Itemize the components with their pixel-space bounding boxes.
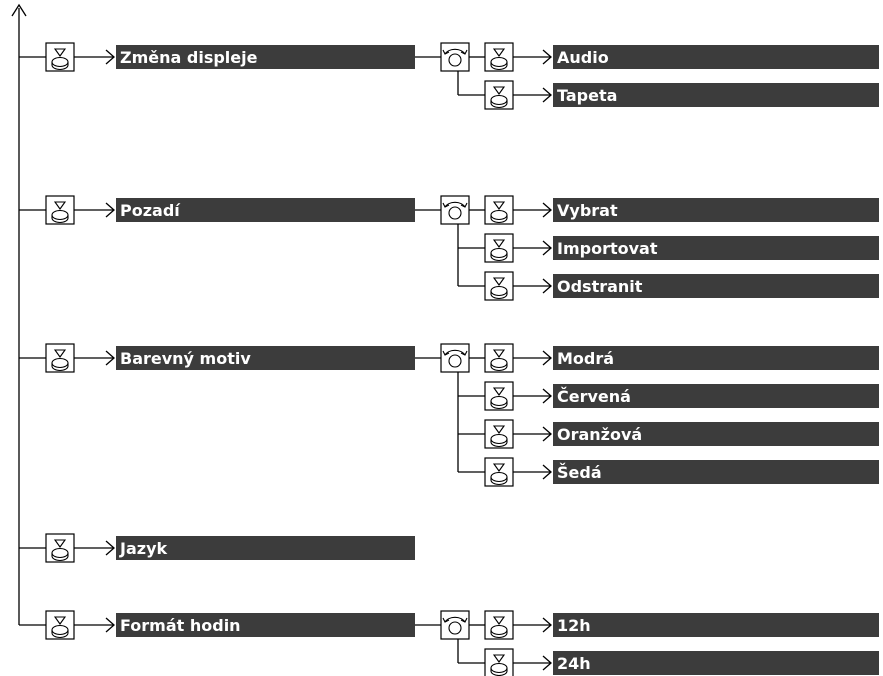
press-knob-icon <box>484 457 514 487</box>
group-0-option-1-arrow <box>513 87 552 103</box>
group-1-option-2: Odstranit <box>553 274 879 298</box>
group-1-option-1-label: Importovat <box>557 239 658 258</box>
rotate-knob-icon <box>440 343 470 373</box>
press-knob-icon <box>484 610 514 640</box>
press-knob-icon <box>484 271 514 301</box>
press-knob-icon <box>484 343 514 373</box>
press-knob-icon <box>45 610 75 640</box>
group-2-menu-item-label: Barevný motiv <box>120 349 251 368</box>
group-4-option-1-label: 24h <box>557 654 591 673</box>
group-4-menu-item: Formát hodin <box>116 613 415 637</box>
group-2-option-0-arrow <box>513 350 552 366</box>
group-0-option-1-label: Tapeta <box>557 86 617 105</box>
group-2-option-1: Červená <box>553 384 879 408</box>
press-knob-icon <box>484 648 514 676</box>
group-1-option-0: Vybrat <box>553 198 879 222</box>
press-knob-icon <box>484 233 514 263</box>
group-2-option-0: Modrá <box>553 346 879 370</box>
up-arrow-icon <box>11 3 27 17</box>
group-1-option-0-label: Vybrat <box>557 201 618 220</box>
press-knob-icon <box>484 419 514 449</box>
group-1-arrow <box>74 202 115 218</box>
press-knob-icon <box>45 42 75 72</box>
group-2-option-0-label: Modrá <box>557 349 614 368</box>
press-knob-icon <box>45 195 75 225</box>
group-1-option-1-arrow <box>513 240 552 256</box>
group-2-option-1-label: Červená <box>557 387 631 406</box>
group-1-option-2-label: Odstranit <box>557 277 643 296</box>
group-4-option-0-label: 12h <box>557 616 591 635</box>
group-4-arrow <box>74 617 115 633</box>
group-2-option-2-label: Oranžová <box>557 425 642 444</box>
rotate-knob-icon <box>440 610 470 640</box>
group-2-option-2: Oranžová <box>553 422 879 446</box>
group-0-option-1: Tapeta <box>553 83 879 107</box>
group-0-option-0-arrow <box>513 49 552 65</box>
group-2-option-3-label: Šedá <box>557 463 602 482</box>
group-1-option-1: Importovat <box>553 236 879 260</box>
group-4-menu-item-label: Formát hodin <box>120 616 241 635</box>
group-2-menu-item: Barevný motiv <box>116 346 415 370</box>
group-1-menu-item: Pozadí <box>116 198 415 222</box>
group-4-option-1-arrow <box>513 655 552 671</box>
group-4-option-0: 12h <box>553 613 879 637</box>
press-knob-icon <box>45 533 75 563</box>
group-4-option-0-arrow <box>513 617 552 633</box>
group-2-option-3: Šedá <box>553 460 879 484</box>
group-3-menu-item: Jazyk <box>116 536 415 560</box>
press-knob-icon <box>484 42 514 72</box>
group-0-menu-item: Změna displeje <box>116 45 415 69</box>
press-knob-icon <box>45 343 75 373</box>
rotate-knob-icon <box>440 42 470 72</box>
press-knob-icon <box>484 80 514 110</box>
group-1-option-0-arrow <box>513 202 552 218</box>
group-2-option-3-arrow <box>513 464 552 480</box>
rotate-knob-icon <box>440 195 470 225</box>
group-2-option-1-arrow <box>513 388 552 404</box>
group-0-arrow <box>74 49 115 65</box>
group-0-option-0-label: Audio <box>557 48 609 67</box>
group-1-option-2-arrow <box>513 278 552 294</box>
group-2-option-2-arrow <box>513 426 552 442</box>
group-3-arrow <box>74 540 115 556</box>
group-0-option-0: Audio <box>553 45 879 69</box>
press-knob-icon <box>484 195 514 225</box>
press-knob-icon <box>484 381 514 411</box>
group-2-arrow <box>74 350 115 366</box>
group-4-option-1: 24h <box>553 651 879 675</box>
group-3-menu-item-label: Jazyk <box>119 539 167 558</box>
group-1-menu-item-label: Pozadí <box>120 201 181 220</box>
group-0-menu-item-label: Změna displeje <box>120 48 258 67</box>
